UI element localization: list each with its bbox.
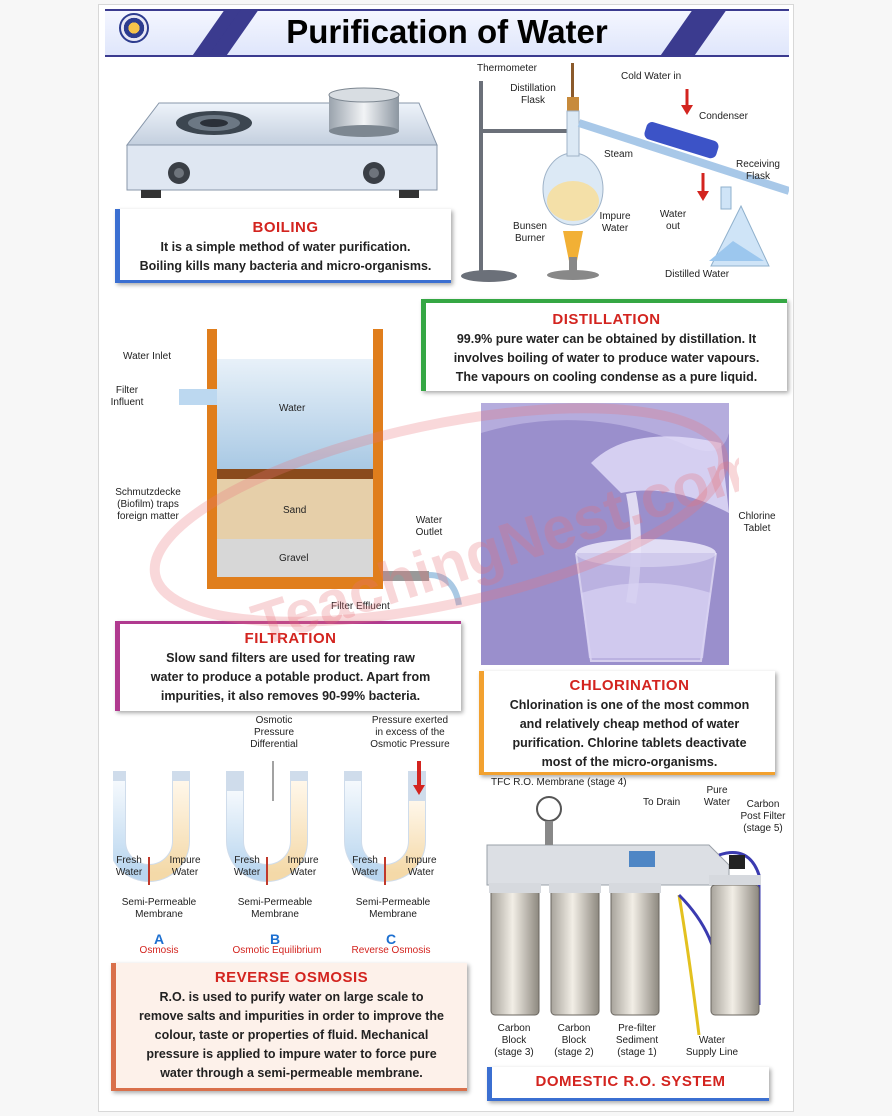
- label-tfc-membrane: TFC R.O. Membrane (stage 4): [491, 777, 627, 788]
- filtration-text-1: Slow sand filters are used for treating …: [166, 651, 415, 665]
- label-water: Water: [279, 403, 306, 414]
- page-title: Purification of Water: [286, 13, 608, 50]
- distillation-text-1: 99.9% pure water can be obtained by dist…: [456, 332, 757, 346]
- caption-osmosis: Osmosis: [139, 945, 179, 956]
- boiling-text-2: Boiling kills many bacteria and micro-or…: [139, 259, 432, 273]
- ro-text-2: remove salts and impurities in order to …: [139, 1009, 444, 1023]
- gas-stove-illustration: [125, 87, 438, 198]
- filtration-box: FILTRATION Slow sand filters are used fo…: [115, 621, 461, 711]
- publisher-logo: [119, 13, 149, 43]
- boiling-text-1: It is a simple method of water purificat…: [160, 240, 411, 254]
- distillation-box: DISTILLATION 99.9% pure water can be obt…: [421, 299, 787, 391]
- reverse-osmosis-box: REVERSE OSMOSIS R.O. is used to purify w…: [111, 963, 467, 1091]
- label-sand: Sand: [283, 505, 307, 516]
- osmosis-u-tubes: [113, 761, 426, 885]
- label-cold-water-in: Cold Water in: [621, 71, 682, 82]
- chlorination-text-2: and relatively cheap method of water: [519, 717, 740, 731]
- label-water-inlet: Water Inlet: [123, 351, 171, 362]
- chlorination-text-3: purification. Chlorine tablets deactivat…: [512, 736, 747, 750]
- domestic-ro-box: DOMESTIC R.O. SYSTEM: [487, 1067, 769, 1101]
- label-gravel: Gravel: [279, 553, 309, 564]
- caption-letter-a: A: [153, 931, 165, 947]
- chlorination-heading: CHLORINATION: [569, 677, 690, 694]
- distillation-apparatus: [461, 63, 789, 282]
- domestic-ro-unit: [486, 796, 761, 1035]
- chlorination-box: CHLORINATION Chlorination is one of the …: [479, 671, 775, 775]
- chart-sheet: Purification of Water BOILING It is a si…: [98, 4, 794, 1112]
- label-distilled-water: Distilled Water: [665, 269, 730, 280]
- ro-heading: REVERSE OSMOSIS: [214, 969, 369, 986]
- filtration-text-2: water to produce a potable product. Apar…: [150, 670, 431, 684]
- label-thermometer: Thermometer: [477, 63, 538, 74]
- filtration-heading: FILTRATION: [244, 630, 337, 647]
- boiling-box: BOILING It is a simple method of water p…: [115, 209, 451, 283]
- chlorination-text-1: Chlorination is one of the most common: [509, 698, 750, 712]
- ro-text-3: colour, taste or properties of fluid. Me…: [154, 1028, 429, 1042]
- distillation-text-3: The vapours on cooling condense as a pur…: [455, 370, 758, 384]
- caption-reverse-osmosis: Reverse Osmosis: [351, 945, 431, 956]
- label-to-drain: To Drain: [643, 797, 681, 808]
- ro-text-1: R.O. is used to purify water on large sc…: [159, 990, 424, 1004]
- label-filter-effluent: Filter Effluent: [331, 601, 390, 612]
- chlorination-text-4: most of the micro-organisms.: [541, 755, 718, 769]
- boiling-heading: BOILING: [252, 219, 319, 236]
- ro-text-4: pressure is applied to impure water to f…: [146, 1047, 437, 1061]
- filtration-text-3: impurities, it also removes 90-99% bacte…: [160, 689, 421, 703]
- caption-osmotic-equilibrium: Osmotic Equilibrium: [232, 945, 322, 956]
- label-condenser: Condenser: [699, 111, 748, 122]
- caption-letter-c: C: [385, 931, 397, 947]
- chlorination-glass-image: [481, 403, 729, 665]
- slow-sand-filter-tank: [179, 329, 462, 606]
- distillation-text-2: involves boiling of water to produce wat…: [453, 351, 760, 365]
- caption-letter-b: B: [269, 931, 281, 947]
- ro-text-5: water through a semi-permeable membrane.: [160, 1066, 423, 1080]
- distillation-heading: DISTILLATION: [552, 311, 661, 328]
- label-steam: Steam: [604, 149, 633, 160]
- domestic-ro-heading: DOMESTIC R.O. SYSTEM: [535, 1073, 726, 1090]
